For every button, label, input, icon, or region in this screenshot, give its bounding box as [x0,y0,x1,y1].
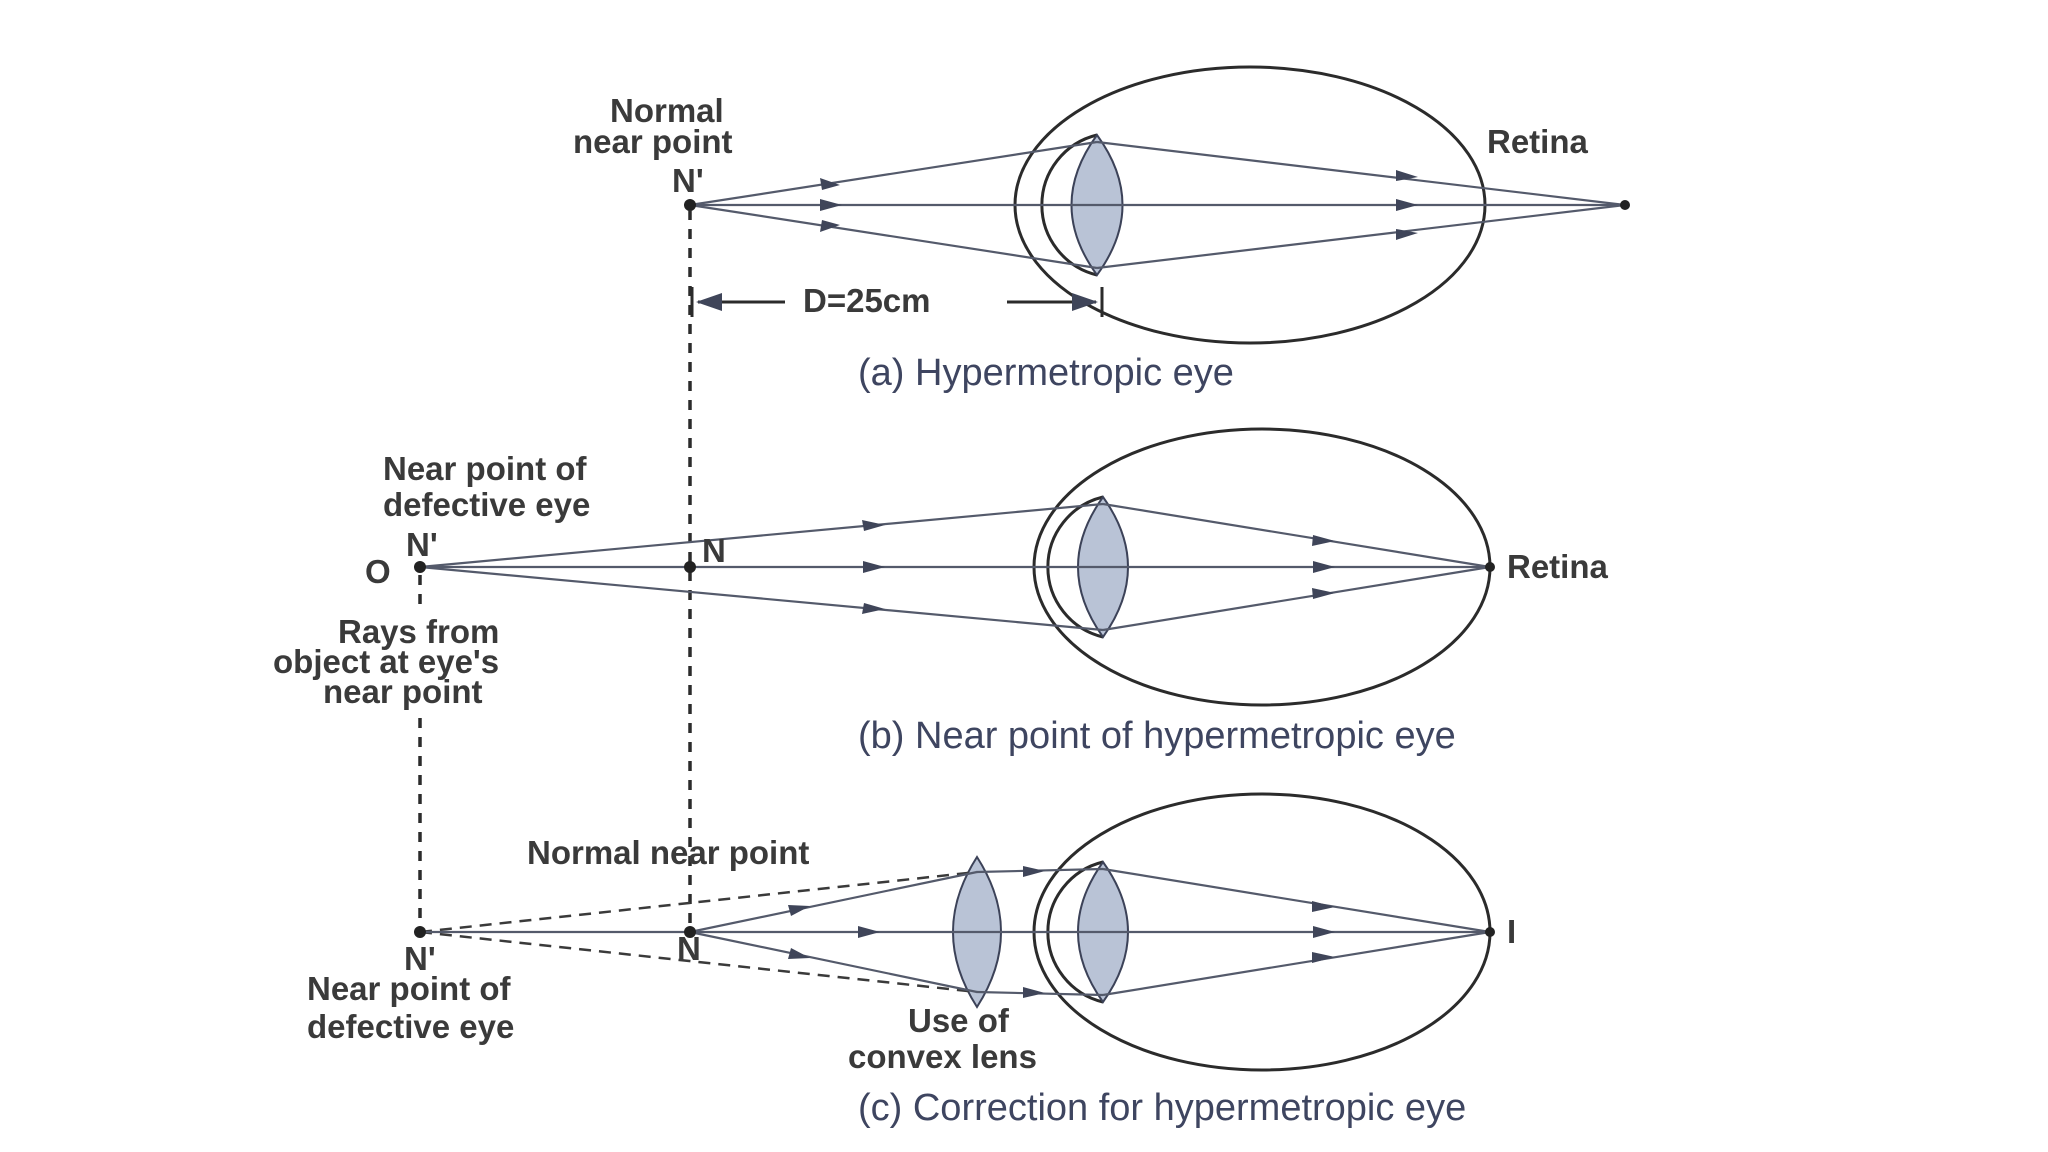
label-normal-near-point-c: Normal near point [527,834,809,871]
caption-a: (a) Hypermetropic eye [858,352,1234,394]
panel-b-near-point: Near point of defective eye N' O N Rays … [273,427,1609,757]
label-normal: Normal [610,92,724,129]
image-point-c [1485,927,1495,937]
label-convex-lens: convex lens [848,1038,1037,1075]
label-n-prime-c: N' [404,940,436,977]
label-n-prime-a: N' [672,162,704,199]
rays-c [420,867,1491,997]
rays-a [689,140,1626,270]
label-o: O [365,553,391,590]
point-n-prime-b [414,561,426,573]
rays-b [419,502,1491,632]
label-defective-eye-c: defective eye [307,1008,514,1045]
label-defective-eye-b: defective eye [383,486,590,523]
point-n-prime-c [414,926,426,938]
label-near-point-of-c: Near point of [307,970,512,1007]
image-point-b [1485,562,1495,572]
label-retina-a: Retina [1487,123,1589,160]
label-retina-b: Retina [1507,548,1609,585]
label-n-prime-b: N' [406,526,438,563]
panel-c-correction: Normal near point N' N I Near point of d… [307,792,1516,1129]
label-rays-from: Rays from [338,613,499,650]
ray-arrows-a [820,170,1418,240]
label-image-c: I [1507,913,1516,950]
image-point-a [1620,200,1630,210]
ray-arrows-b [862,520,1335,614]
label-n-c: N [677,930,701,967]
label-use-of: Use of [908,1002,1010,1039]
point-n-prime-a [684,199,696,211]
point-n-c [684,926,696,938]
dimension-line-a [690,287,1104,317]
label-n-b: N [702,532,726,569]
label-object-at: object at eye's [273,643,499,680]
panel-a-hypermetropic-eye: Normal near point N' Retina D=25cm (a) H… [573,65,1630,394]
label-near-point-b: near point [323,673,483,710]
dimension-label: D=25cm [803,282,931,319]
ray-arrows-c [788,866,1335,998]
point-n-b [684,561,696,573]
caption-b: (b) Near point of hypermetropic eye [858,715,1456,757]
caption-c: (c) Correction for hypermetropic eye [858,1087,1466,1129]
label-near-point-a: near point [573,123,733,160]
label-near-point-of-b: Near point of [383,450,588,487]
dashed-rays-c [419,870,978,994]
